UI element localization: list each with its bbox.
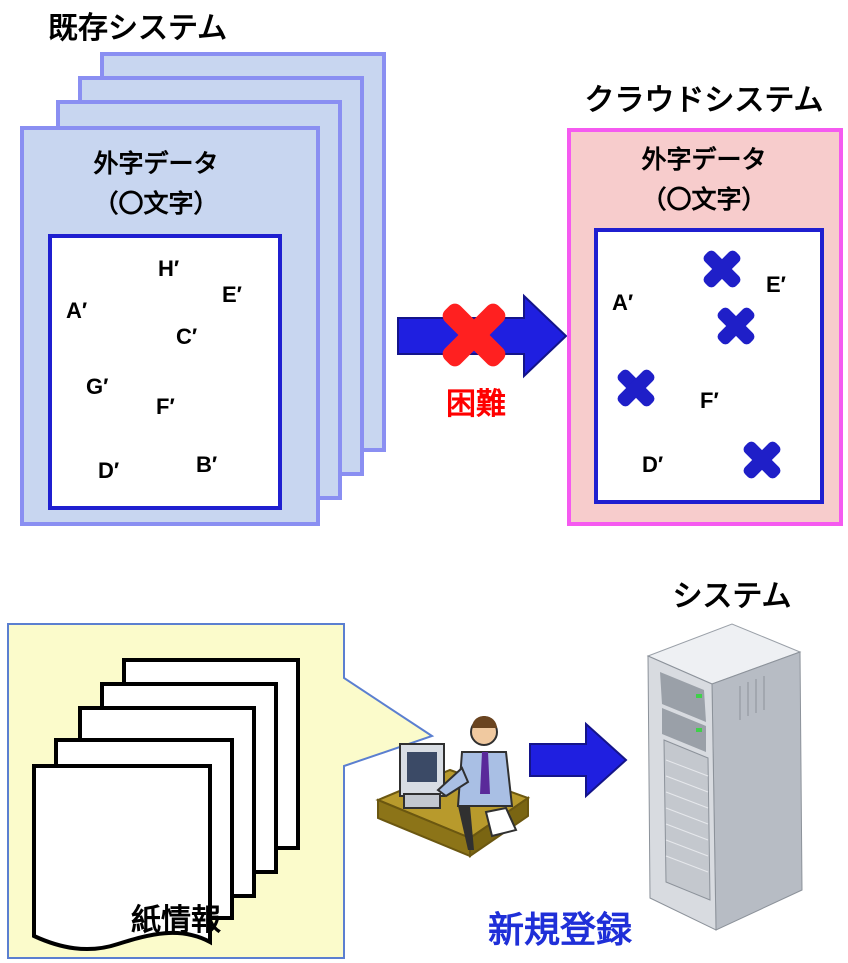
legacy-glyph-a: A′ — [66, 298, 87, 323]
cross-mark-icon — [617, 369, 655, 407]
cloud-glyph-list: A′ E′ F′ D′ — [612, 272, 786, 477]
cloud-glyph-d: D′ — [642, 452, 663, 477]
paper-stack-icon — [32, 658, 300, 951]
cloud-glyph-e: E′ — [766, 272, 786, 297]
cloud-missing-marks — [617, 250, 781, 479]
cloud-glyph-box — [594, 228, 824, 504]
cloud-system-title: クラウドシステム — [584, 83, 823, 118]
cross-mark-icon — [703, 250, 741, 288]
legacy-system-title: 既存システム — [48, 11, 227, 46]
cross-mark-icon — [442, 303, 506, 367]
right-arrow-icon — [529, 721, 628, 799]
legacy-panel-subtitle: （〇文字） — [93, 189, 218, 218]
legacy-glyph-c: C′ — [176, 324, 197, 349]
cloud-glyph-a: A′ — [612, 290, 633, 315]
cloud-panel-subtitle: （〇文字） — [641, 185, 766, 214]
cross-mark-icon — [743, 441, 781, 479]
server-system-title: システム — [672, 579, 791, 614]
office-worker-icon — [375, 716, 531, 858]
legacy-glyph-d: D′ — [98, 458, 119, 483]
cloud-glyph-f: F′ — [700, 388, 719, 413]
legacy-panel-title: 外字データ — [93, 149, 218, 178]
transfer-difficult-label: 困難 — [446, 387, 506, 422]
new-registration-label: 新規登録 — [488, 910, 633, 951]
legacy-glyph-g: G′ — [86, 374, 108, 399]
legacy-glyph-e: E′ — [222, 282, 242, 307]
legacy-glyph-box — [48, 234, 282, 510]
cross-mark-icon — [717, 307, 755, 345]
cloud-panel-title: 外字データ — [641, 145, 766, 174]
legacy-glyph-list: H′ E′ A′ C′ G′ F′ D′ B′ — [66, 256, 242, 483]
legacy-glyph-h: H′ — [158, 256, 179, 281]
legacy-glyph-f: F′ — [156, 394, 175, 419]
paper-info-label: 紙情報 — [131, 903, 222, 938]
server-tower-icon — [646, 623, 803, 931]
legacy-glyph-b: B′ — [196, 452, 217, 477]
